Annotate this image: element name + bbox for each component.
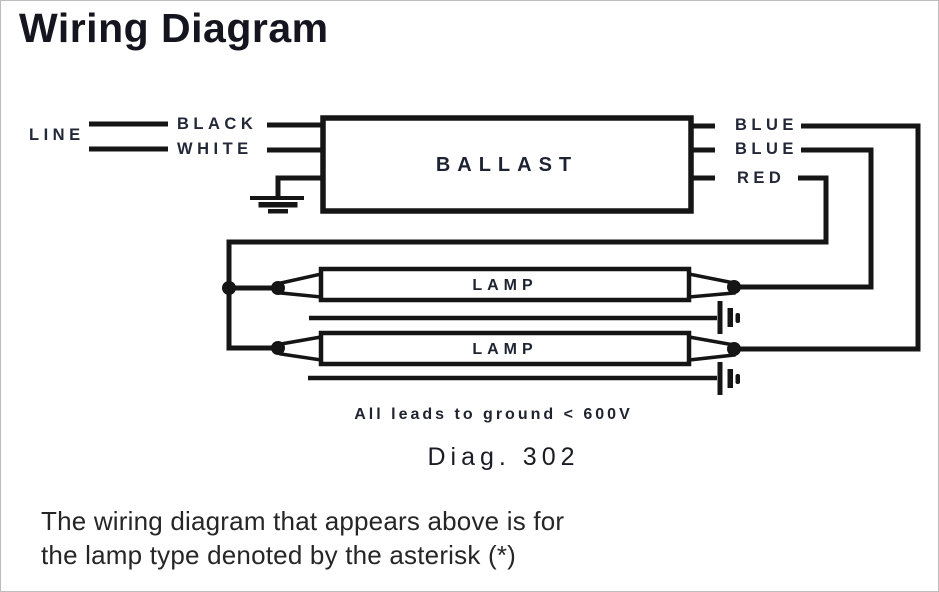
lamp2-box [318,330,692,367]
ballast-label: BALLAST [435,154,579,176]
ballast-box [320,115,694,214]
line-input-wires [89,121,326,153]
junction-dots [222,280,741,356]
blue-wire-1-label: BLUE [735,116,798,134]
red-wire [226,175,829,351]
blue-wire-1 [737,123,921,352]
earth-ground-symbol-lamp2 [717,362,740,395]
white-wire-label: WHITE [177,140,253,158]
red-wire-label: RED [737,169,786,187]
earth-ground-symbol-lamp1 [717,301,740,334]
ground-rating-caption: All leads to ground < 600V [354,406,633,423]
footer-note-line2: the lamp type denoted by the asterisk (*… [41,540,517,570]
ballast-ground-lead [275,175,326,197]
line-label: LINE [29,126,85,144]
diagram-number: Diag. 302 [427,443,580,471]
blue-wire-2-label: BLUE [735,140,798,158]
lamp1-label: LAMP [472,277,538,294]
lamp2-left-pin [279,334,323,363]
lamp1-left-pin [279,271,323,299]
lamp1-box [318,266,692,303]
lamp2-label: LAMP [472,341,538,358]
footer-note-line1: The wiring diagram that appears above is… [41,506,565,536]
ballast-output-stubs [691,123,715,181]
page-title: Wiring Diagram [19,5,329,51]
earth-ground-symbol [250,196,304,214]
blue-wire-2 [737,147,874,290]
black-wire-label: BLACK [177,115,258,133]
